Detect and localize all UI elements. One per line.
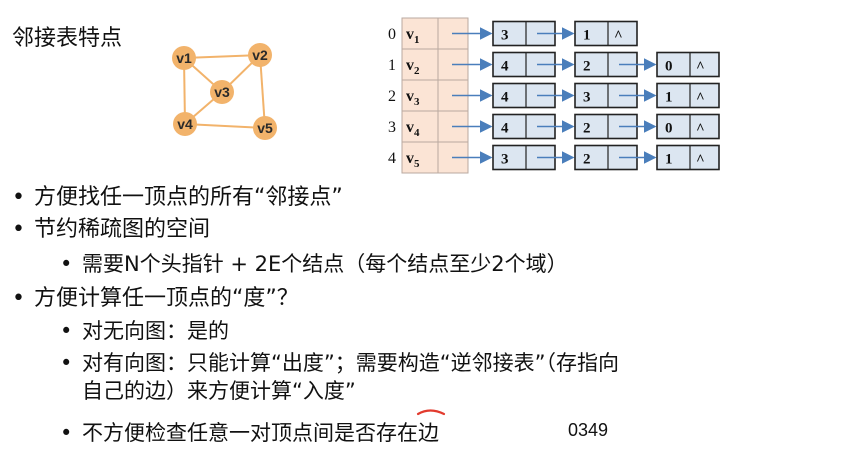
list-node [574, 20, 638, 47]
graph-vertex-label-v3: v3 [214, 84, 230, 100]
list-node-value: 1 [665, 152, 673, 168]
list-node-value: 3 [501, 152, 509, 168]
slide-title: 邻接表特点 [12, 26, 123, 51]
red-annotation-mark [416, 409, 446, 416]
graph-vertex-v1 [172, 46, 196, 70]
graph-vertex-label-v4: v4 [177, 116, 193, 132]
graph-vertex-v5 [253, 116, 277, 140]
graph-vertex-label-v5: v5 [257, 120, 273, 136]
graph-edge-v2-v5 [259, 54, 266, 129]
bullet-7: •不方便检查任意一对顶点间是否存在边 [60, 421, 439, 445]
list-node-value: 0 [665, 59, 673, 75]
list-node [656, 113, 720, 140]
graph-vertex-label-v2: v2 [252, 47, 268, 63]
row-index: 4 [388, 150, 396, 167]
null-pointer: ^ [696, 91, 705, 107]
list-node-value: 3 [583, 90, 591, 106]
list-node-value: 1 [665, 90, 673, 106]
graph-vertex-label-v1: v1 [176, 50, 192, 66]
row-index: 1 [388, 57, 396, 74]
list-node-value: 1 [583, 28, 591, 44]
list-node-value: 4 [501, 121, 509, 137]
graph-vertex-v2 [248, 43, 272, 67]
bullet-4: •方便计算任一顶点的“度”？ [12, 286, 299, 311]
bullet-6-continued: 自己的边）来方便计算“入度” [82, 379, 356, 403]
row-index: 3 [388, 119, 396, 136]
list-node [656, 51, 720, 78]
list-node [574, 51, 638, 78]
row-index: 2 [388, 88, 396, 105]
list-node-value: 4 [501, 59, 509, 75]
bullet-2: •节约稀疏图的空间 [12, 217, 211, 242]
row-index: 0 [388, 26, 396, 43]
list-node-value: 4 [501, 90, 509, 106]
null-pointer: ^ [614, 29, 623, 45]
bullet-5: •对无向图：是的 [60, 319, 229, 343]
bullet-3: •需要N个头指针 + 2E个结点（每个结点至少2个域） [60, 252, 568, 276]
graph-edge-v4-v5 [184, 123, 266, 129]
list-node-value: 2 [583, 59, 591, 75]
list-node [656, 82, 720, 109]
null-pointer: ^ [696, 122, 705, 138]
bullet-6: •对有向图：只能计算“出度”；需要构造“逆邻接表”（存指向 [60, 351, 620, 375]
list-node [656, 144, 720, 171]
code-label: 0349 [568, 420, 609, 440]
graph-vertex-v4 [173, 112, 197, 136]
null-pointer: ^ [696, 60, 705, 76]
list-node-value: 2 [583, 121, 591, 137]
null-pointer: ^ [696, 153, 705, 169]
graph-edge-v1-v2 [183, 54, 261, 59]
graph-vertex-v3 [210, 80, 234, 104]
list-node-value: 2 [583, 152, 591, 168]
bullet-1: •方便找任一顶点的所有“邻接点” [12, 185, 343, 210]
list-node-value: 0 [665, 121, 673, 137]
list-node-value: 3 [501, 28, 509, 44]
